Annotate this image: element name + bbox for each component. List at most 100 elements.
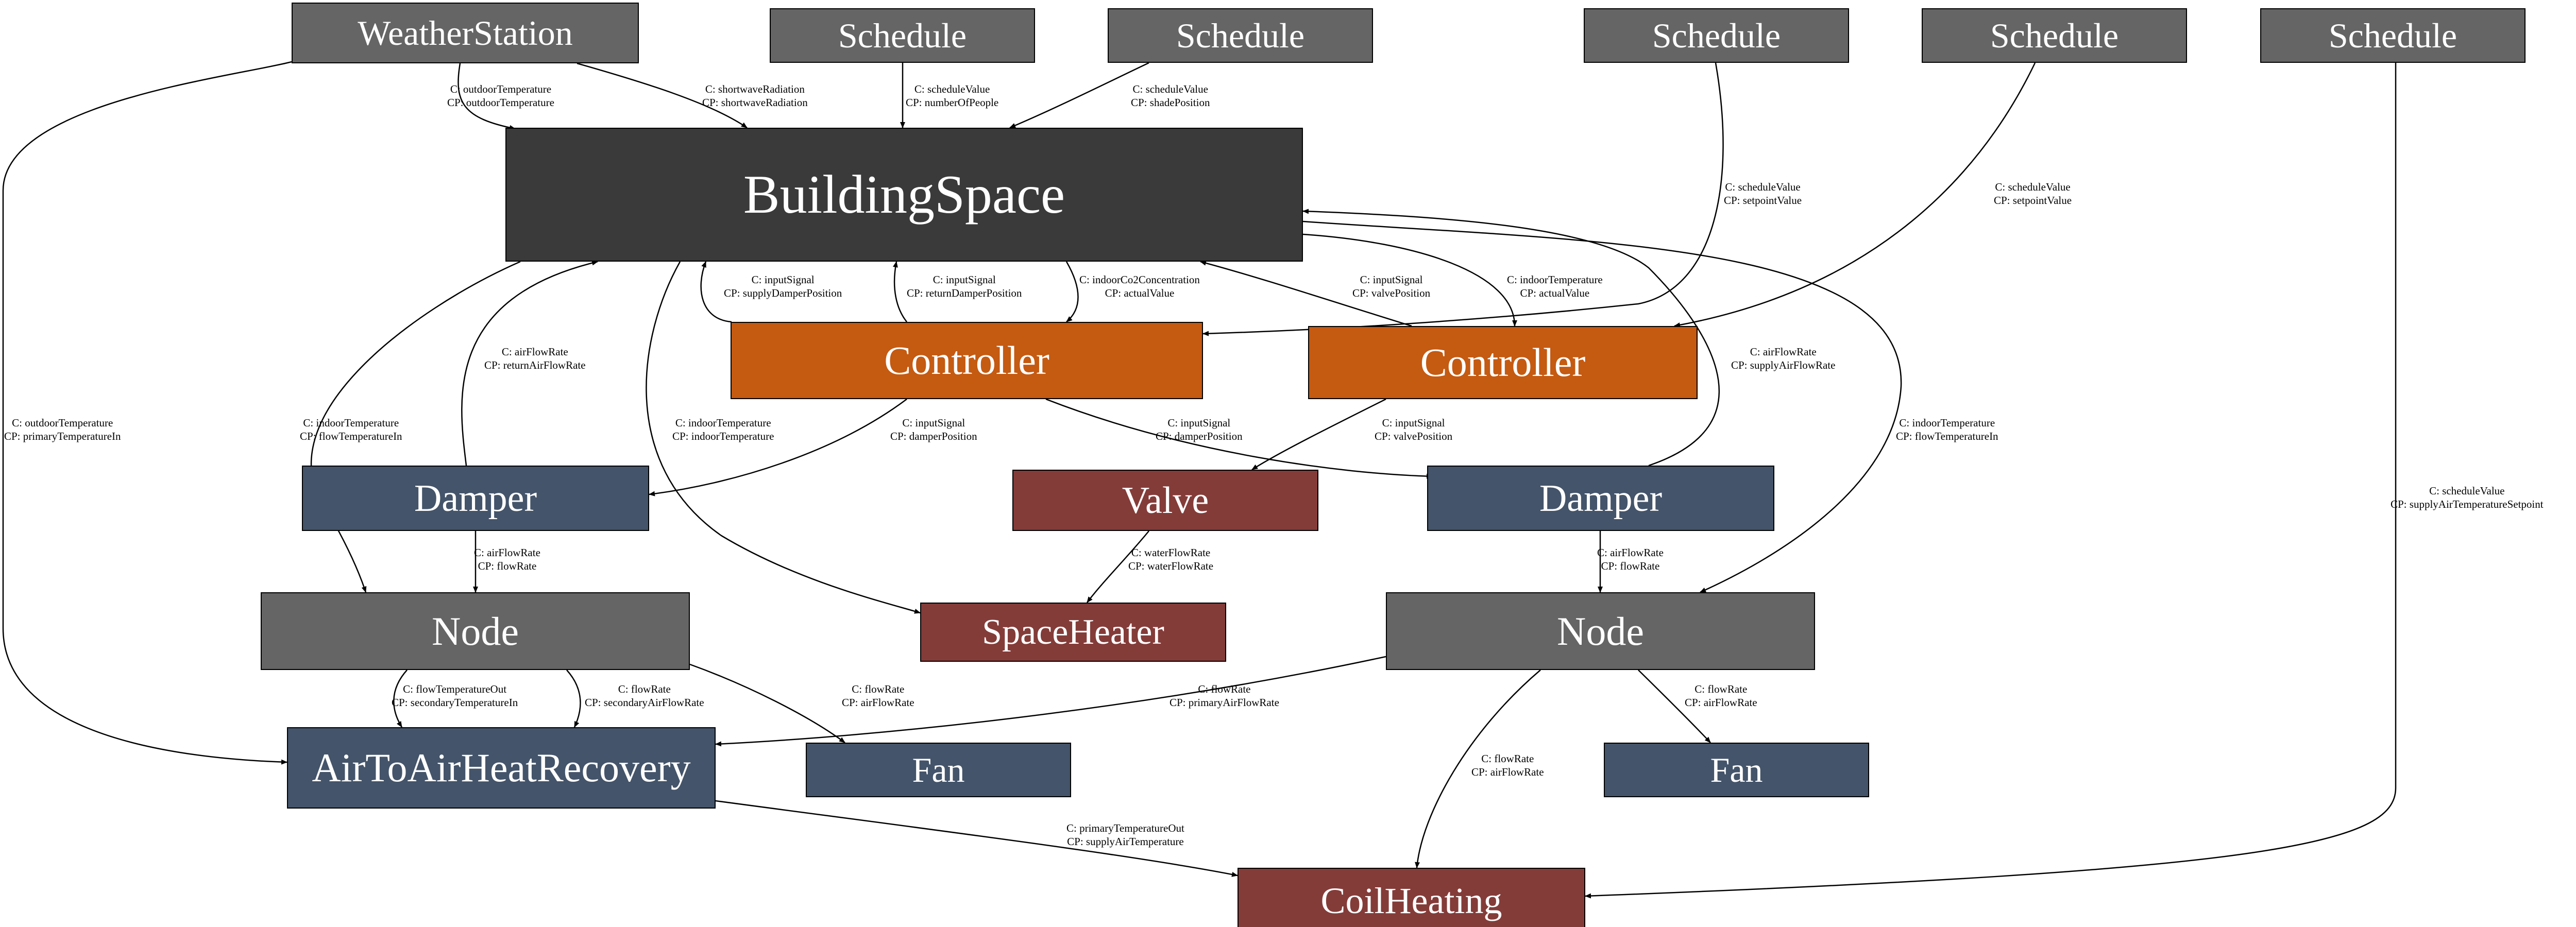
connection-point-label: CP: valvePosition: [1352, 287, 1431, 299]
node-weather-station[interactable]: WeatherStation: [292, 3, 639, 63]
node-schedule-setpoint-temp[interactable]: Schedule: [1922, 8, 2187, 63]
node-controller-co2[interactable]: Controller: [731, 322, 1203, 399]
connection-point-label: CP: damperPosition: [1156, 430, 1243, 442]
node-label: Node: [1557, 608, 1644, 654]
connection-label: C: flowTemperatureOut: [403, 683, 507, 695]
node-label: Valve: [1122, 479, 1209, 522]
connection-label: C: scheduleValue: [1725, 181, 1801, 193]
node-label: Schedule: [2328, 16, 2458, 55]
node-building-space[interactable]: BuildingSpace: [505, 128, 1303, 262]
connection-point-label: CP: supplyAirTemperature: [1067, 835, 1184, 848]
connection-label: C: inputSignal: [933, 273, 996, 286]
edge-space-temp-to-space-heater: [646, 261, 921, 614]
connection-point-label: CP: waterFlowRate: [1128, 560, 1214, 572]
node-schedule-shade[interactable]: Schedule: [1108, 8, 1373, 63]
connection-label: C: airFlowRate: [474, 546, 540, 559]
edge-space-temp-to-node-supply: [1302, 220, 1902, 593]
connection-point-label: CP: airFlowRate: [842, 696, 914, 709]
node-label: Fan: [912, 750, 965, 789]
node-fan-supply[interactable]: Fan: [1604, 743, 1869, 797]
node-label: Controller: [1420, 340, 1586, 385]
connection-label: C: scheduleValue: [1132, 83, 1208, 95]
connection-point-label: CP: secondaryAirFlowRate: [585, 696, 704, 709]
node-label: Damper: [414, 477, 537, 520]
connection-label: C: indoorCo2Concentration: [1079, 273, 1200, 286]
connection-point-label: CP: actualValue: [1520, 287, 1590, 299]
node-label: Controller: [884, 338, 1049, 383]
edge-ctrl-valve-pos-to-space: [1200, 261, 1412, 327]
node-damper-return[interactable]: Damper: [302, 466, 649, 531]
edge-damper-return-flow-to-space: [461, 260, 598, 466]
node-label: Schedule: [838, 16, 967, 55]
node-fan-return[interactable]: Fan: [806, 743, 1071, 797]
edge-ctrl-supply-damper-pos: [700, 261, 732, 323]
connection-label: C: scheduleValue: [914, 83, 990, 95]
node-node-supply[interactable]: Node: [1386, 592, 1815, 670]
connection-point-label: CP: flowRate: [478, 560, 537, 572]
edge-sched-setpoint-temp: [1674, 62, 2036, 328]
node-schedule-supply-air[interactable]: Schedule: [2260, 8, 2526, 63]
edge-node-supply-to-fan: [1638, 670, 1711, 743]
connection-label: C: indoorTemperature: [1507, 273, 1603, 286]
edge-space-temp-to-ctrl: [1302, 233, 1517, 327]
edge-space-co2-to-ctrl: [1065, 261, 1079, 322]
node-heat-recovery[interactable]: AirToAirHeatRecovery: [287, 727, 716, 809]
node-schedule-setpoint-co2[interactable]: Schedule: [1584, 8, 1849, 63]
connection-point-label: CP: flowRate: [1601, 560, 1660, 572]
connection-point-label: CP: setpointValue: [1994, 194, 2072, 207]
connection-label: C: scheduleValue: [1995, 181, 2071, 193]
connection-label: C: outdoorTemperature: [450, 83, 552, 95]
node-coil-heating[interactable]: CoilHeating: [1238, 868, 1585, 927]
node-label: Schedule: [1176, 16, 1305, 55]
connection-label: C: airFlowRate: [1750, 346, 1817, 358]
node-schedule-people[interactable]: Schedule: [770, 8, 1035, 63]
connection-point-label: CP: supplyAirFlowRate: [1731, 359, 1836, 371]
connection-label: C: shortwaveRadiation: [705, 83, 805, 95]
connection-point-label: CP: damperPosition: [890, 430, 977, 442]
node-valve[interactable]: Valve: [1012, 470, 1318, 531]
connection-label: C: inputSignal: [1167, 417, 1231, 429]
node-controller-temp[interactable]: Controller: [1308, 326, 1698, 399]
edge-node-return-temp-to-hr: [393, 670, 408, 728]
connection-label: C: inputSignal: [1382, 417, 1445, 429]
connection-point-label: CP: shortwaveRadiation: [702, 96, 808, 109]
connection-label: C: flowRate: [1198, 683, 1251, 695]
node-label: Schedule: [1652, 16, 1781, 55]
node-damper-supply[interactable]: Damper: [1427, 466, 1774, 531]
edge-sched-supply-air-setpoint: [1585, 63, 2397, 899]
connection-label: C: inputSignal: [902, 417, 965, 429]
connection-point-label: CP: returnDamperPosition: [907, 287, 1022, 299]
connection-label: C: flowRate: [852, 683, 905, 695]
node-space-heater[interactable]: SpaceHeater: [920, 603, 1226, 662]
connection-label: C: primaryTemperatureOut: [1066, 822, 1184, 834]
node-label: CoilHeating: [1320, 880, 1502, 921]
node-label: Schedule: [1990, 16, 2119, 55]
node-node-return[interactable]: Node: [261, 592, 690, 670]
connection-label: C: airFlowRate: [501, 346, 568, 358]
edge-node-supply-to-hr: [715, 656, 1386, 747]
connection-point-label: CP: returnAirFlowRate: [484, 359, 586, 371]
node-label: Fan: [1710, 750, 1763, 789]
edge-ctrl-return-damper-pos: [893, 261, 907, 322]
connection-label: C: flowRate: [618, 683, 671, 695]
